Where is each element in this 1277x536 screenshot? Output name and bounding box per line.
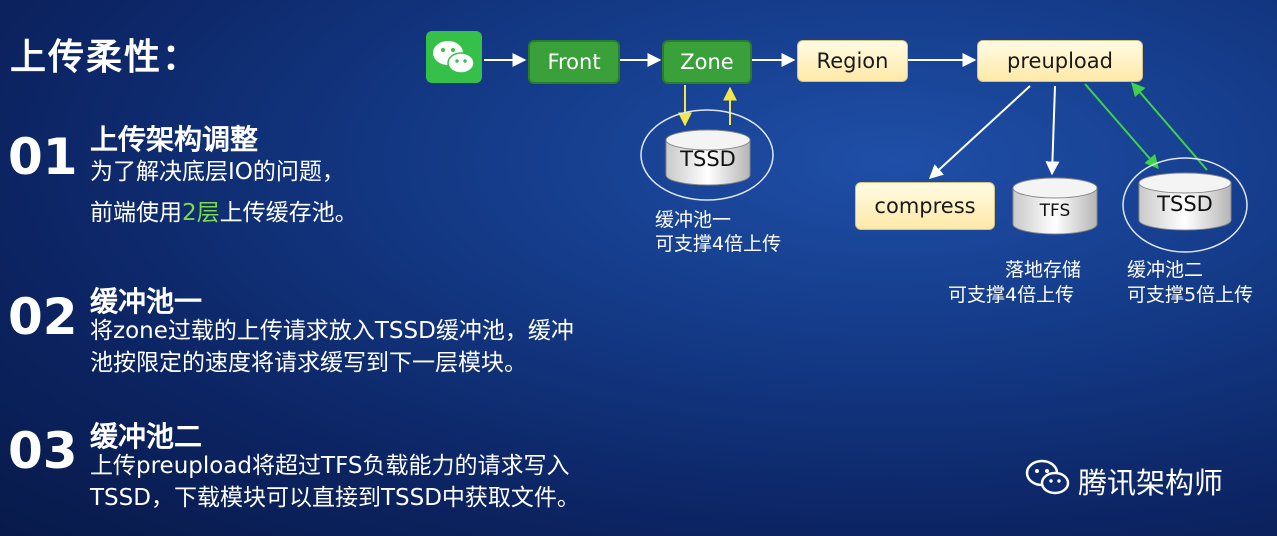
arrow-preupload-compress: [928, 85, 1031, 179]
section-text-03-line1: 上传preupload将超过TFS负载能力的请求写入: [90, 453, 570, 479]
section-heading-01: 上传架构调整: [90, 123, 259, 156]
section-number-01: 01: [8, 128, 78, 186]
section-text-01-line2: 前端使用2层上传缓存池。: [90, 197, 358, 230]
section-text-01-line1: 为了解决底层IO的问题，: [90, 159, 345, 185]
text-segment: 前端使用: [90, 200, 182, 226]
wechat-brand-icon: [1022, 456, 1074, 502]
tfs-cylinder: [1012, 177, 1098, 235]
node-compress: compress: [855, 182, 995, 230]
tfs-caption-line2: 可支撑4倍上传: [948, 284, 1075, 306]
wechat-icon: [426, 31, 482, 83]
arrow-preupload-tfs: [1045, 85, 1060, 176]
pool1-outline: [640, 109, 774, 201]
section-text-02-line2: 池按限定的速度将请求缓写到下一层模块。: [90, 350, 527, 376]
tfs-caption-line1: 落地存储: [1005, 259, 1082, 281]
brand-name: 腾讯架构师: [1078, 466, 1224, 500]
pool2-caption-line1: 缓冲池二: [1127, 259, 1204, 281]
node-front: Front: [528, 40, 620, 84]
tfs-label: TFS: [1039, 201, 1071, 221]
section-text-03-line2: TSSD，下载模块可以直接到TSSD中获取文件。: [90, 485, 580, 511]
arrow-tssd2-preupload: [1131, 81, 1208, 171]
pool2-caption-line2: 可支撑5倍上传: [1127, 284, 1254, 306]
tssd2-label: TSSD: [1157, 192, 1213, 216]
section-heading-02: 缓冲池一: [90, 285, 203, 318]
text-segment: 上传缓存池。: [219, 200, 358, 226]
tssd1-cylinder: [665, 129, 751, 186]
node-region: Region: [797, 40, 908, 82]
slide-title: 上传柔性：: [10, 37, 201, 78]
highlight-text: 2层: [182, 200, 220, 226]
section-number-02: 02: [8, 288, 78, 346]
pool1-caption-line2: 可支撑4倍上传: [655, 233, 782, 255]
tssd2-cylinder: [1138, 172, 1232, 231]
section-number-03: 03: [8, 422, 78, 480]
node-zone: Zone: [662, 40, 752, 84]
node-preupload: preupload: [977, 40, 1143, 82]
pool2-outline: [1122, 157, 1248, 253]
pool1-caption-line1: 缓冲池一: [655, 209, 732, 231]
tssd1-label: TSSD: [680, 147, 736, 171]
arrow-preupload-tssd2: [1084, 83, 1159, 170]
section-text-02-line1: 将zone过载的上传请求放入TSSD缓冲池，缓冲: [90, 318, 574, 344]
section-heading-03: 缓冲池二: [90, 420, 203, 453]
